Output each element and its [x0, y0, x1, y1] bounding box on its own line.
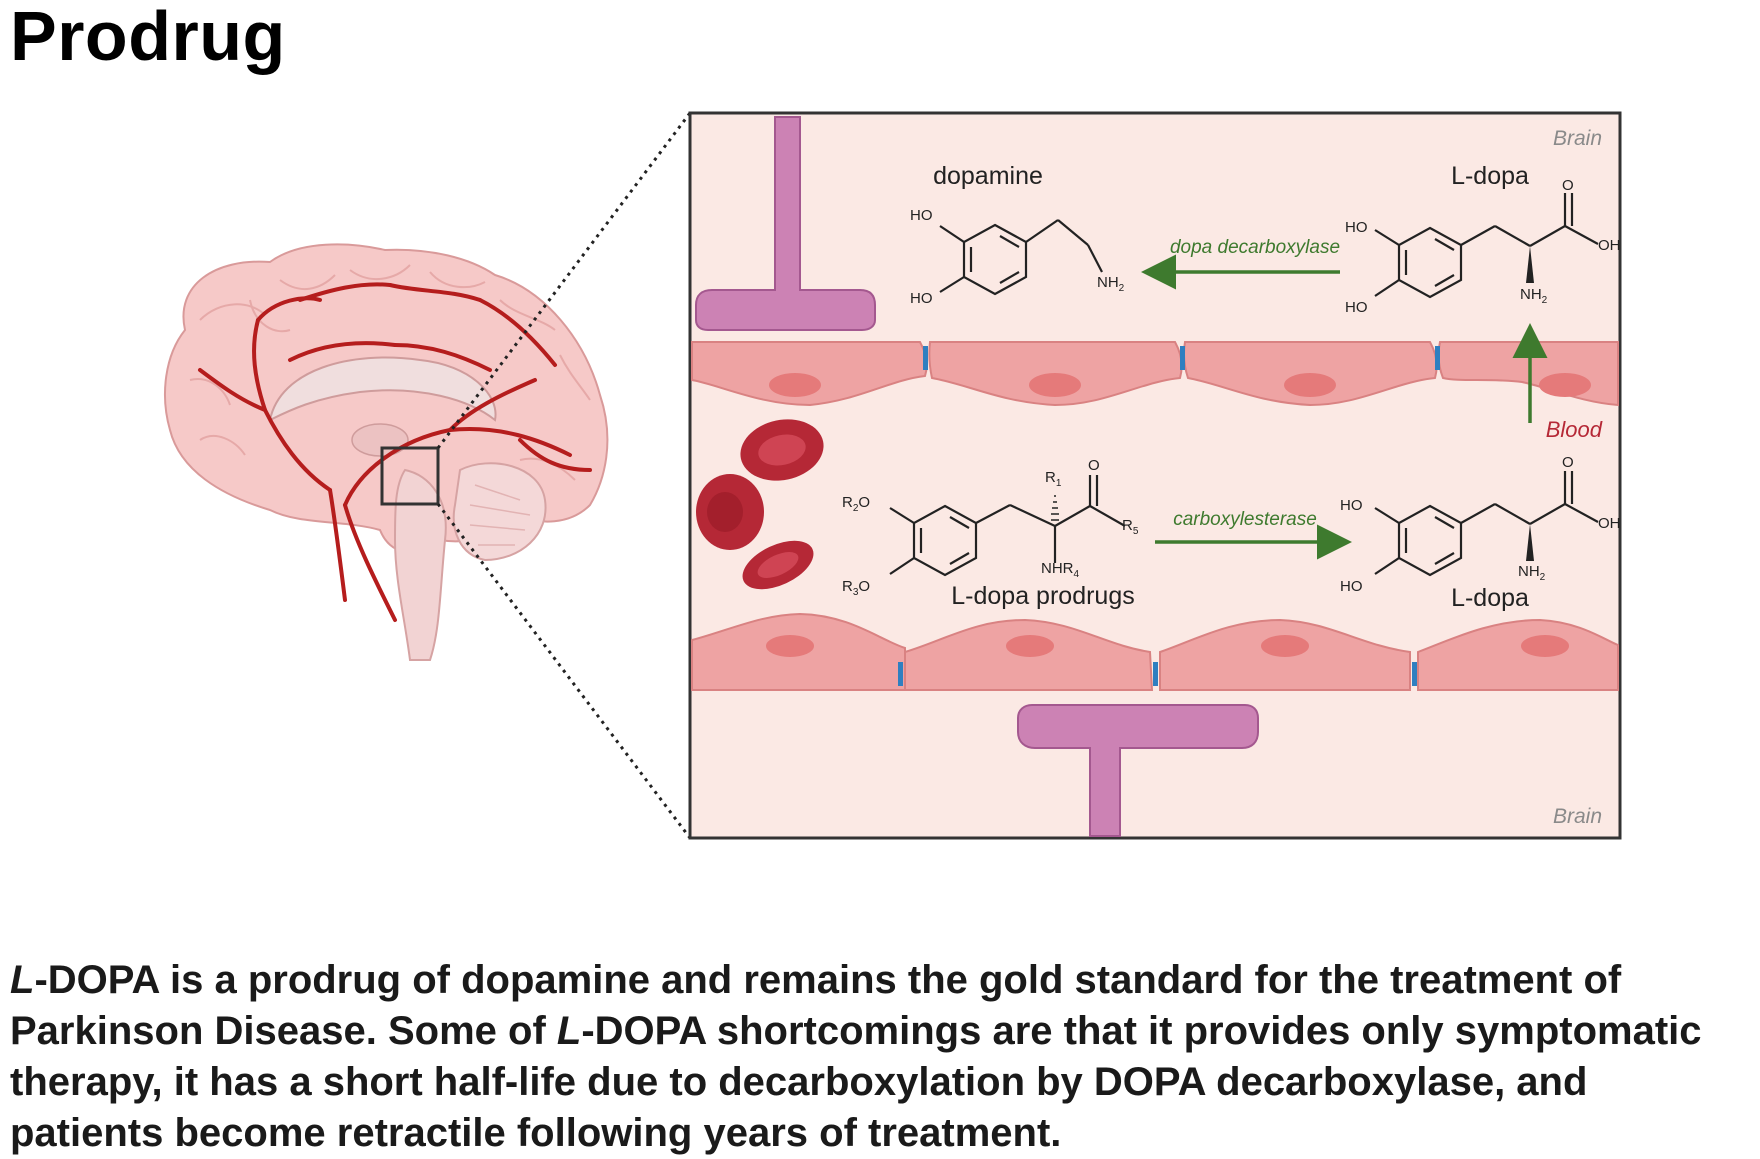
endothelium-bottom: [691, 612, 1619, 691]
ldopa-bottom-ho-2: HO: [1340, 578, 1363, 595]
caption-text-2: -DOPA shortcomings are that it provides …: [10, 1009, 1702, 1155]
prodrug-r2o: R2O: [842, 494, 870, 514]
brainstem: [393, 468, 447, 661]
red-blood-cells: [696, 419, 824, 590]
molecule-label-ldopa-top: L-dopa: [1451, 162, 1529, 190]
ldopa-bottom-ho-1: HO: [1340, 497, 1363, 514]
dopamine-nh2: NH2: [1097, 274, 1125, 294]
ldopa-bottom-wedge: [1526, 524, 1534, 561]
dopamine-ho-2: HO: [910, 290, 933, 307]
prodrug-r3o: R3O: [842, 578, 870, 598]
ldopa-top-structure: [1374, 193, 1599, 299]
arteries: [198, 282, 592, 622]
ldopa-top-ho-2: HO: [1345, 299, 1368, 316]
gyri-lines: [189, 264, 591, 481]
ldopa-bottom-structure: [1374, 471, 1599, 577]
enzyme-label-decarboxylase: dopa decarboxylase: [1170, 237, 1340, 258]
caption-italic-l-2: L: [556, 1009, 582, 1053]
molecule-label-prodrugs: L-dopa prodrugs: [951, 582, 1134, 610]
prodrug-o: O: [1088, 457, 1100, 474]
astrocyte-top: [695, 116, 876, 331]
brain-illustration: [164, 243, 609, 661]
cerebellum: [452, 462, 547, 562]
dopamine-ho-1: HO: [910, 207, 933, 224]
caption-text-1: -DOPA is a prodrug of dopamine and remai…: [10, 958, 1622, 1053]
ldopa-top-nh2: NH2: [1520, 286, 1548, 306]
inset-panel: Brain Blood Brain HO HO NH2 dopamine: [688, 111, 1622, 840]
ldopa-bottom-nh2: NH2: [1518, 563, 1546, 583]
ldopa-top-wedge: [1526, 246, 1534, 283]
ldopa-top-o: O: [1562, 177, 1574, 194]
page-title: Prodrug: [10, 0, 286, 75]
zoom-lines: [436, 112, 692, 839]
ldopa-top-oh: OH: [1598, 237, 1621, 254]
dopamine-structure: [939, 219, 1103, 296]
ldopa-top-ho-1: HO: [1345, 219, 1368, 236]
caption-paragraph: L-DOPA is a prodrug of dopamine and rema…: [10, 955, 1750, 1159]
prodrug-figure: Brain Blood Brain HO HO NH2 dopamine: [0, 100, 1760, 880]
enzyme-label-esterase: carboxylesterase: [1173, 509, 1317, 530]
corpus-callosum: [268, 356, 497, 422]
molecule-label-dopamine: dopamine: [933, 162, 1043, 190]
prodrug-structure: [889, 475, 1126, 577]
caption-italic-l-1: L: [10, 958, 35, 1002]
ldopa-bottom-o: O: [1562, 454, 1574, 471]
molecule-label-ldopa-bottom: L-dopa: [1451, 584, 1529, 612]
astrocyte-bottom: [1017, 704, 1259, 837]
region-label-brain-top: Brain: [1553, 127, 1602, 150]
endothelium-top: [691, 341, 1619, 407]
prodrug-nhr4: NHR4: [1041, 560, 1080, 580]
ldopa-bottom-oh: OH: [1598, 515, 1621, 532]
prodrug-hash: [1051, 495, 1059, 521]
zoom-box: [380, 446, 440, 506]
region-label-blood: Blood: [1546, 417, 1603, 442]
region-label-brain-bottom: Brain: [1553, 805, 1602, 828]
